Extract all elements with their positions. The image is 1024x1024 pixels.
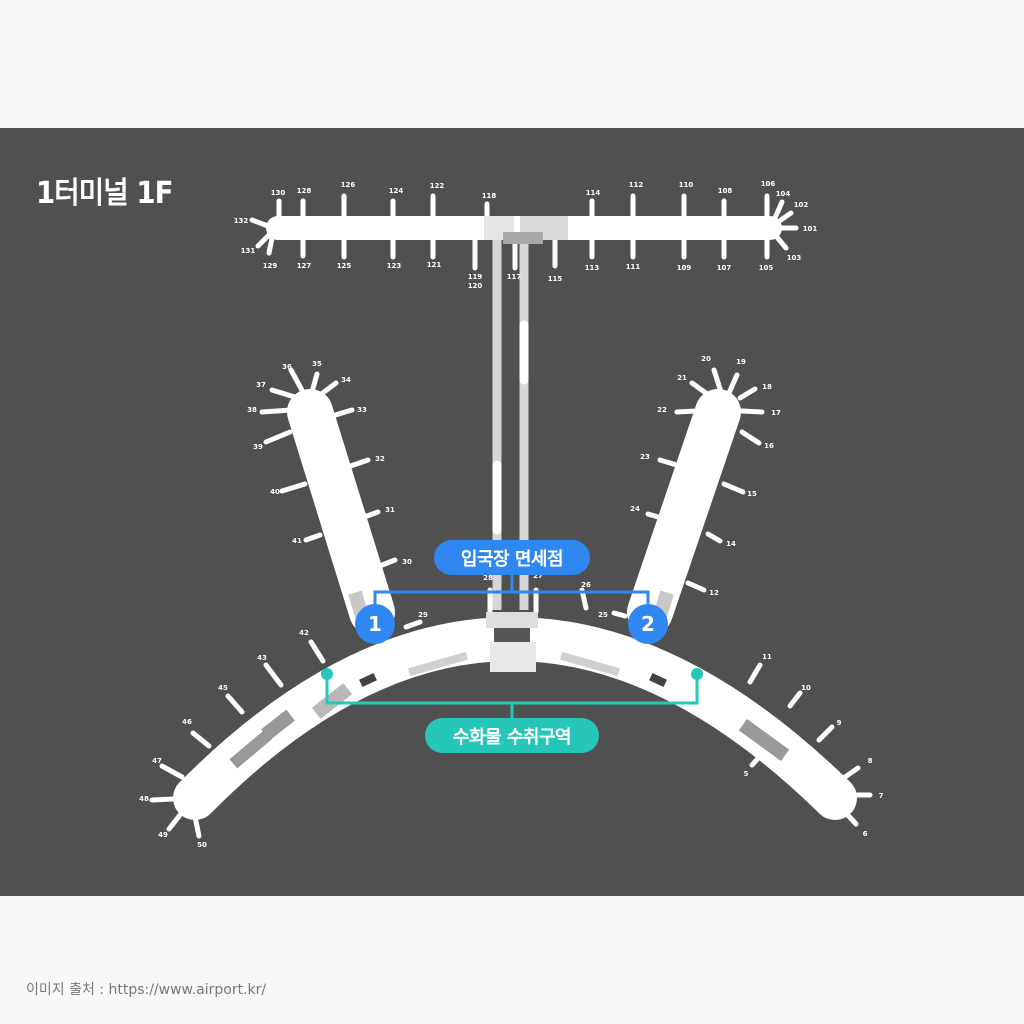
svg-text:38: 38 [247,406,257,414]
svg-text:23: 23 [640,453,650,461]
svg-text:34: 34 [341,376,351,384]
svg-text:108: 108 [718,187,733,195]
svg-text:8: 8 [868,757,873,765]
svg-text:128: 128 [297,187,312,195]
svg-text:123: 123 [387,262,402,270]
svg-text:39: 39 [253,443,263,451]
svg-text:113: 113 [585,264,600,272]
svg-text:117: 117 [507,273,522,281]
svg-text:28: 28 [483,574,493,582]
svg-text:46: 46 [182,718,192,726]
svg-text:40: 40 [270,488,280,496]
svg-text:15: 15 [747,490,757,498]
duty-free-location-2-badge[interactable]: 2 [628,604,668,644]
svg-text:124: 124 [389,187,404,195]
svg-text:118: 118 [482,192,497,200]
svg-text:107: 107 [717,264,732,272]
svg-text:31: 31 [385,506,395,514]
svg-text:102: 102 [794,201,809,209]
duty-free-location-1-badge[interactable]: 1 [355,604,395,644]
svg-text:11: 11 [762,653,772,661]
svg-text:130: 130 [271,189,286,197]
svg-text:131: 131 [241,247,256,255]
svg-text:30: 30 [402,558,412,566]
svg-text:49: 49 [158,831,168,839]
image-source-caption: 이미지 출처 : https://www.airport.kr/ [26,982,267,998]
svg-text:25: 25 [598,611,608,619]
svg-text:111: 111 [626,263,641,271]
svg-text:5: 5 [744,770,749,778]
map-title: 1터미널 1F [36,176,174,211]
svg-text:104: 104 [776,190,791,198]
svg-text:35: 35 [312,360,322,368]
svg-text:10: 10 [801,684,811,692]
svg-text:16: 16 [764,442,774,450]
svg-text:132: 132 [234,217,249,225]
svg-text:110: 110 [679,181,694,189]
svg-text:7: 7 [879,792,884,800]
svg-text:47: 47 [152,757,162,765]
svg-text:106: 106 [761,180,776,188]
svg-text:41: 41 [292,537,302,545]
svg-text:112: 112 [629,181,644,189]
svg-text:19: 19 [736,358,746,366]
svg-text:105: 105 [759,264,774,272]
svg-text:6: 6 [863,830,868,838]
svg-text:48: 48 [139,795,149,803]
svg-text:120: 120 [468,282,483,290]
svg-text:127: 127 [297,262,312,270]
svg-text:14: 14 [726,540,736,548]
svg-text:129: 129 [263,262,278,270]
svg-text:26: 26 [581,581,591,589]
svg-text:37: 37 [256,381,266,389]
baggage-claim-callout[interactable]: 수화물 수취구역 [425,718,599,753]
svg-text:33: 33 [357,406,367,414]
svg-text:18: 18 [762,383,772,391]
svg-text:126: 126 [341,181,356,189]
svg-text:42: 42 [299,629,309,637]
svg-text:103: 103 [787,254,802,262]
svg-text:121: 121 [427,261,442,269]
svg-text:119: 119 [468,273,483,281]
svg-text:20: 20 [701,355,711,363]
svg-text:29: 29 [418,611,428,619]
svg-text:9: 9 [837,719,842,727]
svg-text:115: 115 [548,275,563,283]
svg-text:22: 22 [657,406,667,414]
svg-text:24: 24 [630,505,640,513]
svg-text:122: 122 [430,182,445,190]
svg-text:21: 21 [677,374,687,382]
svg-text:32: 32 [375,455,385,463]
svg-text:27: 27 [533,572,543,580]
svg-text:50: 50 [197,841,207,849]
svg-text:43: 43 [257,654,267,662]
svg-text:17: 17 [771,409,781,417]
duty-free-callout[interactable]: 입국장 면세점 [434,540,590,575]
svg-text:109: 109 [677,264,692,272]
svg-text:45: 45 [218,684,228,692]
svg-text:125: 125 [337,262,352,270]
svg-text:114: 114 [586,189,601,197]
svg-text:12: 12 [709,589,719,597]
svg-text:36: 36 [282,363,292,371]
svg-text:101: 101 [803,225,818,233]
